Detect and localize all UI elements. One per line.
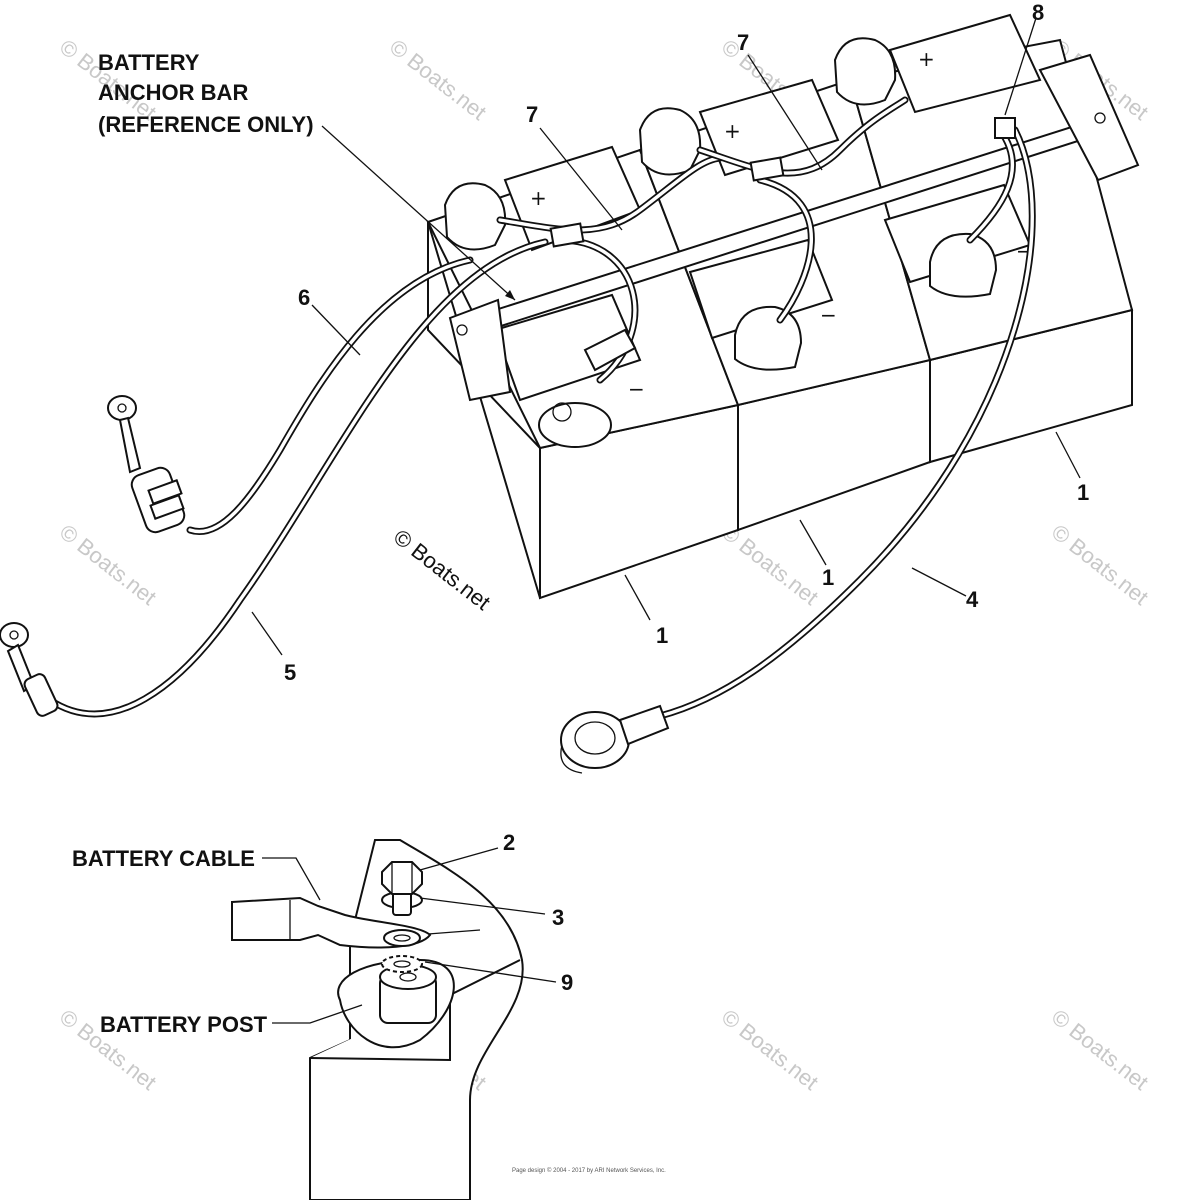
- watermark: © Boats.net: [1047, 1004, 1153, 1095]
- cable-ends: [0, 395, 670, 774]
- callout-9: 9: [561, 970, 573, 995]
- plus-sign: +: [530, 186, 547, 210]
- watermark-main: © Boats.net: [389, 524, 495, 615]
- minus-sign: −: [628, 377, 645, 401]
- part-labels: BATTERY ANCHOR BAR (REFERENCE ONLY): [98, 50, 314, 137]
- screw: [381, 861, 423, 916]
- callout-8: 8: [1032, 0, 1044, 25]
- terminal-boots: [443, 37, 998, 448]
- terminal-signs: + + + − − −: [530, 47, 1033, 401]
- callout-6: 6: [298, 285, 310, 310]
- battery-cable-label: BATTERY CABLE: [72, 846, 255, 871]
- watermark: © Boats.net: [385, 34, 491, 125]
- cables: [46, 96, 1036, 720]
- cable-lug: [231, 896, 432, 949]
- plus-sign: +: [918, 47, 935, 71]
- fuse-holder: [107, 395, 186, 534]
- callout-7: 7: [737, 30, 749, 55]
- callout-numbers: 7 7 8 6 5 4 1 1 1: [284, 0, 1089, 685]
- callout-1: 1: [1077, 480, 1089, 505]
- callout-1: 1: [656, 623, 668, 648]
- callout-1: 1: [822, 565, 834, 590]
- callout-4: 4: [966, 587, 979, 612]
- ring-terminal-5: [0, 622, 59, 717]
- callout-5: 5: [284, 660, 296, 685]
- watermark: © Boats.net: [717, 1004, 823, 1095]
- leader-lines: [251, 17, 1081, 656]
- battery-post-label: BATTERY POST: [100, 1012, 268, 1037]
- detail-labels: BATTERY CABLE BATTERY POST 2 3 9: [72, 830, 573, 1037]
- lock-washer: [381, 955, 423, 973]
- callout-3: 3: [552, 905, 564, 930]
- watermark: © Boats.net: [55, 519, 161, 610]
- callout-2: 2: [503, 830, 515, 855]
- plus-sign: +: [724, 119, 741, 143]
- callout-7: 7: [526, 102, 538, 127]
- anchor-bar-label-line3: (REFERENCE ONLY): [98, 112, 314, 137]
- watermark: © Boats.net: [1047, 519, 1153, 610]
- anchor-bar-label-line2: ANCHOR BAR: [98, 80, 248, 105]
- terminal-detail: [231, 839, 557, 1200]
- minus-sign: −: [820, 303, 837, 327]
- footer-copyright: Page design © 2004 - 2017 by ARI Network…: [512, 1167, 666, 1174]
- terminal-boot-4: [560, 704, 670, 774]
- anchor-bar-label-line1: BATTERY: [98, 50, 200, 75]
